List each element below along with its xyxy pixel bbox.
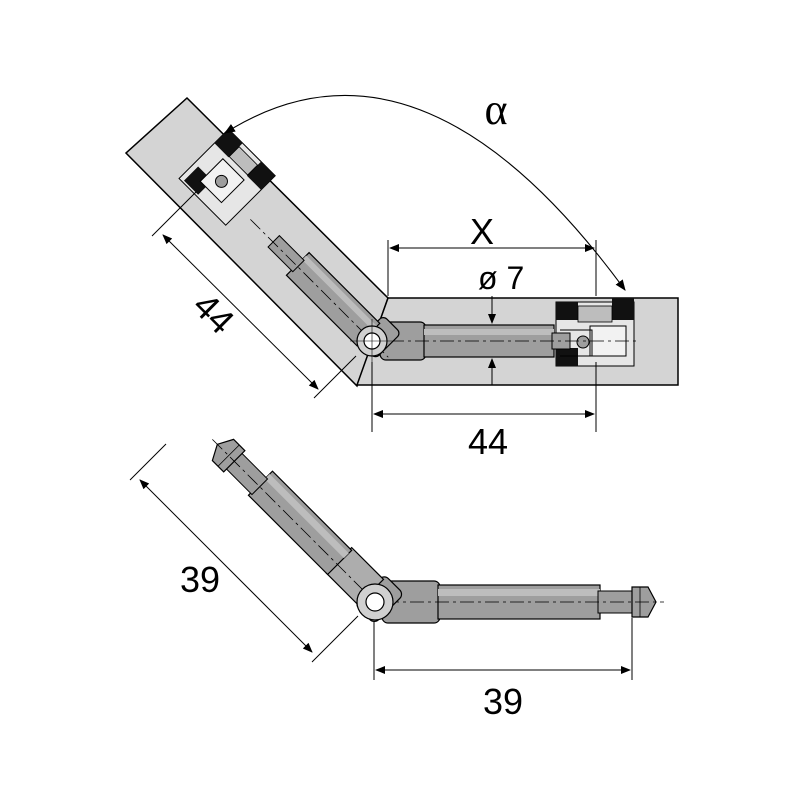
upper-straight-length-dimension: 44 bbox=[371, 362, 597, 462]
upper-pivot bbox=[350, 319, 394, 363]
diameter-dimension: ø 7 bbox=[478, 260, 524, 385]
lower-angled-length-dimension: 39 bbox=[129, 443, 359, 663]
lower-angled-length-label: 39 bbox=[180, 559, 220, 600]
lower-straight-length-dimension: 39 bbox=[373, 618, 633, 722]
upper-assembly bbox=[124, 96, 679, 388]
lower-connector bbox=[211, 438, 664, 624]
straight-rod bbox=[365, 321, 640, 361]
upper-straight-length-label: 44 bbox=[468, 421, 508, 462]
lower-straight-arm bbox=[360, 580, 664, 624]
lower-straight-length-label: 39 bbox=[483, 681, 523, 722]
upper-angled-length-label: 44 bbox=[185, 285, 242, 342]
angled-panel bbox=[124, 96, 389, 388]
offset-label: X bbox=[470, 211, 494, 252]
x-dimension: X bbox=[387, 211, 597, 296]
angle-label: α bbox=[484, 85, 507, 134]
lower-pivot bbox=[356, 583, 394, 621]
diameter-label: ø 7 bbox=[478, 260, 524, 296]
angle-dimension: α bbox=[224, 85, 626, 291]
straight-housing bbox=[555, 298, 635, 367]
